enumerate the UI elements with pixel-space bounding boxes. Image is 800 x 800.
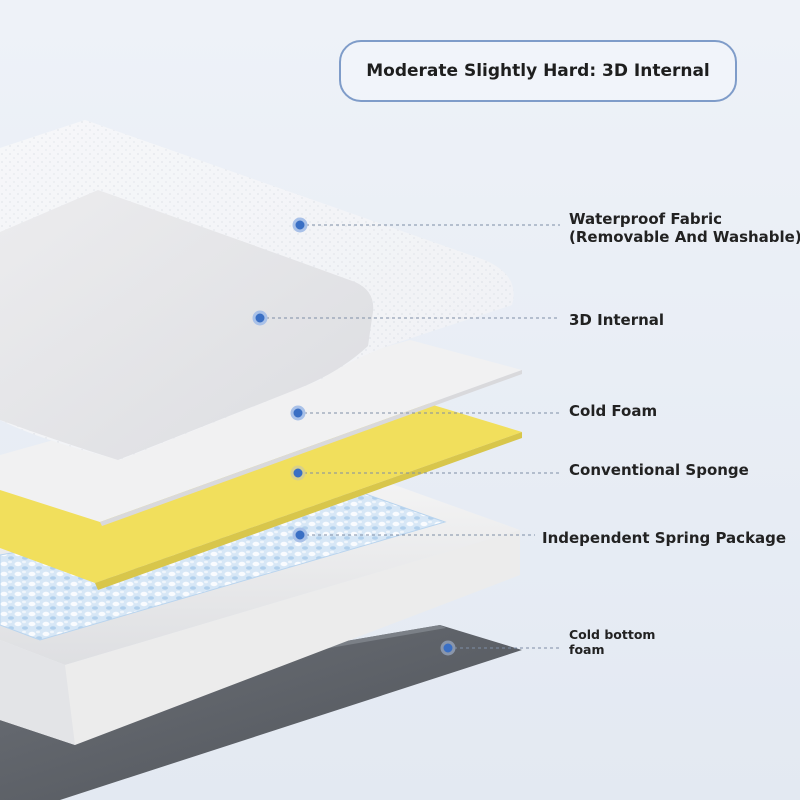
label-line: 3D Internal [569,311,665,329]
label-line: foam [569,642,605,657]
label-line: Independent Spring Package [542,529,787,547]
marker-dot-icon [252,310,268,326]
label-cold-foam: Cold Foam [569,402,657,420]
marker-dots [252,217,456,656]
marker-dot-icon [290,405,306,421]
label-line: (Removable And Washable) [569,228,800,246]
label-line: Cold bottom [569,627,656,642]
marker-dot-icon [290,465,306,481]
layer-conventional-sponge [0,398,522,590]
marker-dot-icon [440,640,456,656]
label-waterproof-fabric: Waterproof Fabric (Removable And Washabl… [569,210,800,246]
label-line: Cold Foam [569,402,658,420]
label-cold-bottom-foam: Cold bottom foam [569,627,655,657]
label-line: Waterproof Fabric [569,210,723,228]
label-independent-spring-package: Independent Spring Package [542,529,786,547]
label-conventional-sponge: Conventional Sponge [569,461,749,479]
leader-lines [260,224,560,649]
label-3d-internal: 3D Internal [569,311,664,329]
diagram-title: Moderate Slightly Hard: 3D Internal [339,40,737,102]
label-line: Conventional Sponge [569,461,749,479]
marker-dot-icon [292,527,308,543]
layer-3d-internal [0,190,374,460]
layer-cold-foam [0,340,522,526]
marker-dot-icon [292,217,308,233]
